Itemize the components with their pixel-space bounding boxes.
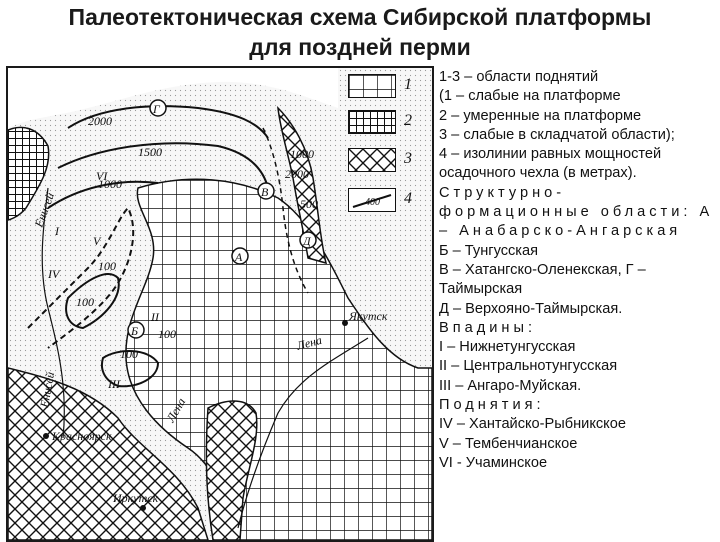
label-river-lena: Лена <box>294 333 323 353</box>
title-line-2: для поздней перми <box>249 34 471 60</box>
label-river-enisei-2: Енисей <box>37 371 57 410</box>
iso-label-100d: 100 <box>120 347 138 361</box>
isoline-1000 <box>47 180 159 209</box>
legend-swatch-isoline: 400 <box>348 188 396 212</box>
paleotectonic-map: Г В А Д Б 2000 1500 1000 2000 1000 500 1… <box>6 66 434 542</box>
river-lena <box>237 337 369 529</box>
isoline-2000b <box>262 127 309 294</box>
iso-label-2000b: 2000 <box>285 167 309 181</box>
sea-area <box>8 68 338 128</box>
label-roman-vi: VI <box>96 169 108 183</box>
region-marker-g: Г <box>149 99 167 117</box>
text-line-15: IV – Хантайско-Рыбникское <box>439 416 626 433</box>
iso-label-1000: 1000 <box>98 177 122 191</box>
label-roman-iii: III <box>107 377 121 391</box>
legend-num-4: 4 <box>404 190 412 207</box>
uplift-area-3-west <box>8 367 209 540</box>
uplift-area-3-south <box>205 400 258 540</box>
label-roman-ii: II <box>150 310 160 324</box>
isoline-100c <box>100 350 160 388</box>
map-legend: 1 2 3 400 4 <box>340 70 430 220</box>
label-city-krasnoyarsk: Красноярск <box>51 429 112 443</box>
iso-label-500: 500 <box>300 197 318 211</box>
svg-text:Г: Г <box>152 102 161 116</box>
region-marker-v: В <box>257 182 275 200</box>
legend-item-4: 400 4 <box>348 188 430 214</box>
svg-text:Д: Д <box>302 234 312 248</box>
legend-num-2: 2 <box>404 112 412 129</box>
text-line-9: Д – Верхояно-Таймырская. <box>439 300 623 317</box>
text-line-6: Структурно-формационные области: А – Ана… <box>439 184 714 240</box>
legend-swatch-grid-light <box>348 74 396 98</box>
isoline-2000 <box>67 105 269 139</box>
region-marker-d: Д <box>299 231 317 249</box>
legend-num-1: 1 <box>404 76 412 93</box>
title-line-1: Палеотектоническая схема Сибирской платф… <box>68 4 652 30</box>
text-line-16: V – Тембенчианское <box>439 435 578 452</box>
text-line-17: VI - Учаминское <box>439 454 548 471</box>
iso-label-100a: 100 <box>98 259 116 273</box>
legend-item-1: 1 <box>348 74 430 100</box>
map-svg: Г В А Д Б 2000 1500 1000 2000 1000 500 1… <box>8 68 432 540</box>
svg-text:В: В <box>261 185 269 199</box>
region-marker-a: А <box>231 247 249 265</box>
svg-text:А: А <box>234 250 243 264</box>
text-line-1: 1-3 – области поднятий <box>439 69 599 85</box>
label-roman-v: V <box>93 234 102 248</box>
text-line-2: (1 – слабые на платформе <box>439 88 621 105</box>
iso-label-1000b: 1000 <box>290 147 314 161</box>
iso-label-2000: 2000 <box>88 114 112 128</box>
iso-label-100b: 100 <box>76 295 94 309</box>
legend-swatch-cross-hatch <box>348 148 396 172</box>
text-line-3: 2 – умеренные на платформе <box>439 107 642 124</box>
legend-isoline-value: 400 <box>365 197 380 208</box>
text-line-14: Поднятия: <box>439 397 545 414</box>
legend-description: 1-3 – области поднятий (1 – слабые на пл… <box>439 68 717 473</box>
label-city-irkutsk: Иркутск <box>112 491 159 505</box>
page-title: Палеотектоническая схема Сибирской платф… <box>0 2 720 62</box>
text-line-10: Впадины: <box>439 319 537 336</box>
isoline-1500 <box>57 142 269 189</box>
river-enisei <box>41 187 65 439</box>
text-line-13: III – Ангаро-Муйская. <box>439 377 582 394</box>
city-krasnoyarsk-marker <box>43 433 49 439</box>
text-line-8: В – Хатангско-Оленекская, Г – Таймырская <box>439 261 646 298</box>
uplift-area-3-east <box>277 105 328 265</box>
city-irkutsk-marker <box>140 505 146 511</box>
region-marker-b: Б <box>127 321 145 339</box>
city-yakutsk-marker <box>342 320 348 326</box>
label-roman-i: I <box>54 224 60 238</box>
iso-label-100c: 100 <box>158 327 176 341</box>
isoline-100b <box>65 273 120 330</box>
iso-label-1500: 1500 <box>138 145 162 159</box>
legend-swatch-grid-dense <box>348 110 396 134</box>
svg-text:Б: Б <box>130 324 138 338</box>
legend-item-3: 3 <box>348 148 430 174</box>
legend-item-2: 2 <box>348 110 430 136</box>
text-line-4: 3 – слабые в складчатой области); <box>439 126 675 143</box>
text-line-12: II – Центральнотунгусская <box>439 358 618 375</box>
label-city-yakutsk: Якутск <box>348 309 388 323</box>
text-line-5: 4 – изолинии равных мощностей осадочного… <box>439 146 662 182</box>
text-line-11: I – Нижнетунгусская <box>439 339 576 356</box>
legend-num-3: 3 <box>404 150 412 167</box>
label-roman-iv: IV <box>47 267 61 281</box>
text-line-7: Б – Тунгусская <box>439 242 539 259</box>
uplift-area-2 <box>8 126 50 221</box>
